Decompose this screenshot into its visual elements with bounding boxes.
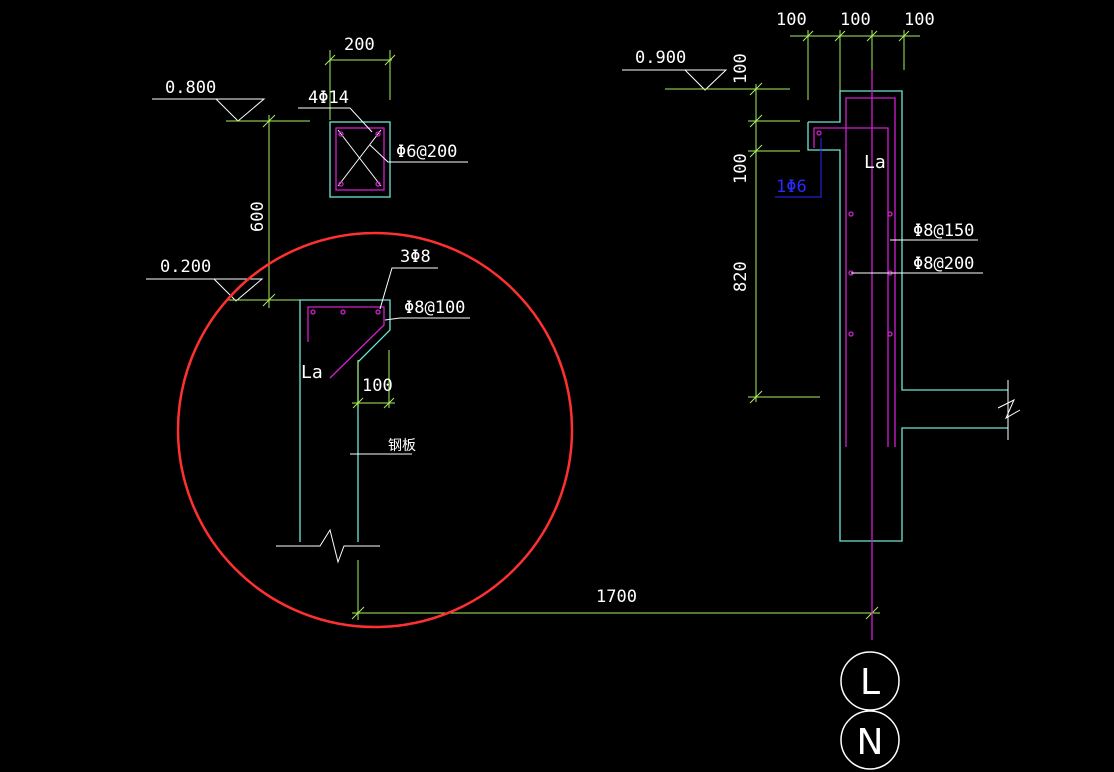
axis-bubble-l: L	[840, 651, 900, 711]
elevation-mark-top: 0.800	[152, 78, 310, 122]
dim-text-top-3: 100	[904, 10, 935, 30]
right-detail: 100 100 100 0.900 100 100 820	[622, 10, 1021, 770]
nib-bar-leader	[775, 138, 822, 198]
anchorage-label-left: La	[301, 362, 323, 383]
dim-text-v-mid: 100	[731, 153, 751, 184]
parapet-top-bars-label: 3Φ8	[400, 247, 431, 267]
wall-outline-upper	[808, 90, 1008, 391]
axis-label-l: L	[860, 662, 880, 703]
dimension-span-1700: 1700	[351, 560, 880, 620]
vertical-bars-label: Φ8@150	[913, 221, 974, 241]
top-dimensions: 100 100 100	[776, 10, 935, 100]
dim-text-600: 600	[248, 201, 268, 232]
dim-text-offset-100: 100	[362, 376, 393, 396]
dimension-height-600: 600	[248, 114, 276, 308]
horizontal-bars-label: Φ8@200	[913, 254, 974, 274]
dim-text-top-1: 100	[776, 10, 807, 30]
axis-label-n: N	[857, 722, 884, 763]
dim-text-v-top: 100	[731, 53, 751, 84]
vertical-dimensions: 100 100 820	[731, 53, 820, 404]
highlight-circle	[176, 231, 574, 629]
anchorage-label-right: La	[864, 152, 886, 173]
wall-outline-lower	[807, 122, 1008, 542]
dim-text-v-820: 820	[731, 261, 751, 292]
beam-stirrup-label: Φ6@200	[396, 142, 457, 162]
dim-text-1700: 1700	[596, 587, 637, 607]
rebar-outer	[813, 127, 889, 447]
beam-main-bars-label: 4Φ14	[308, 88, 349, 108]
nib-bar-label: 1Φ6	[776, 177, 807, 197]
elevation-mark-bottom: 0.200	[146, 257, 300, 302]
dim-text-200: 200	[344, 35, 375, 55]
elevation-label-bottom: 0.200	[160, 257, 211, 277]
parapet-section: 3Φ8 Φ8@100 La 100 钢板	[276, 247, 470, 564]
beam-section: 200 4Φ14 Φ6@200	[298, 35, 468, 198]
elevation-label-top: 0.800	[165, 78, 216, 98]
break-symbol-right	[997, 398, 1021, 420]
elevation-label-right: 0.900	[635, 48, 686, 68]
axis-bubble-n: N	[840, 710, 900, 770]
left-detail: 0.800 600 0.200 200	[146, 35, 880, 629]
elevation-mark-right: 0.900	[622, 48, 790, 91]
dim-text-top-2: 100	[840, 10, 871, 30]
parapet-stirrup-label: Φ8@100	[404, 298, 465, 318]
steel-plate-label: 钢板	[388, 438, 416, 454]
